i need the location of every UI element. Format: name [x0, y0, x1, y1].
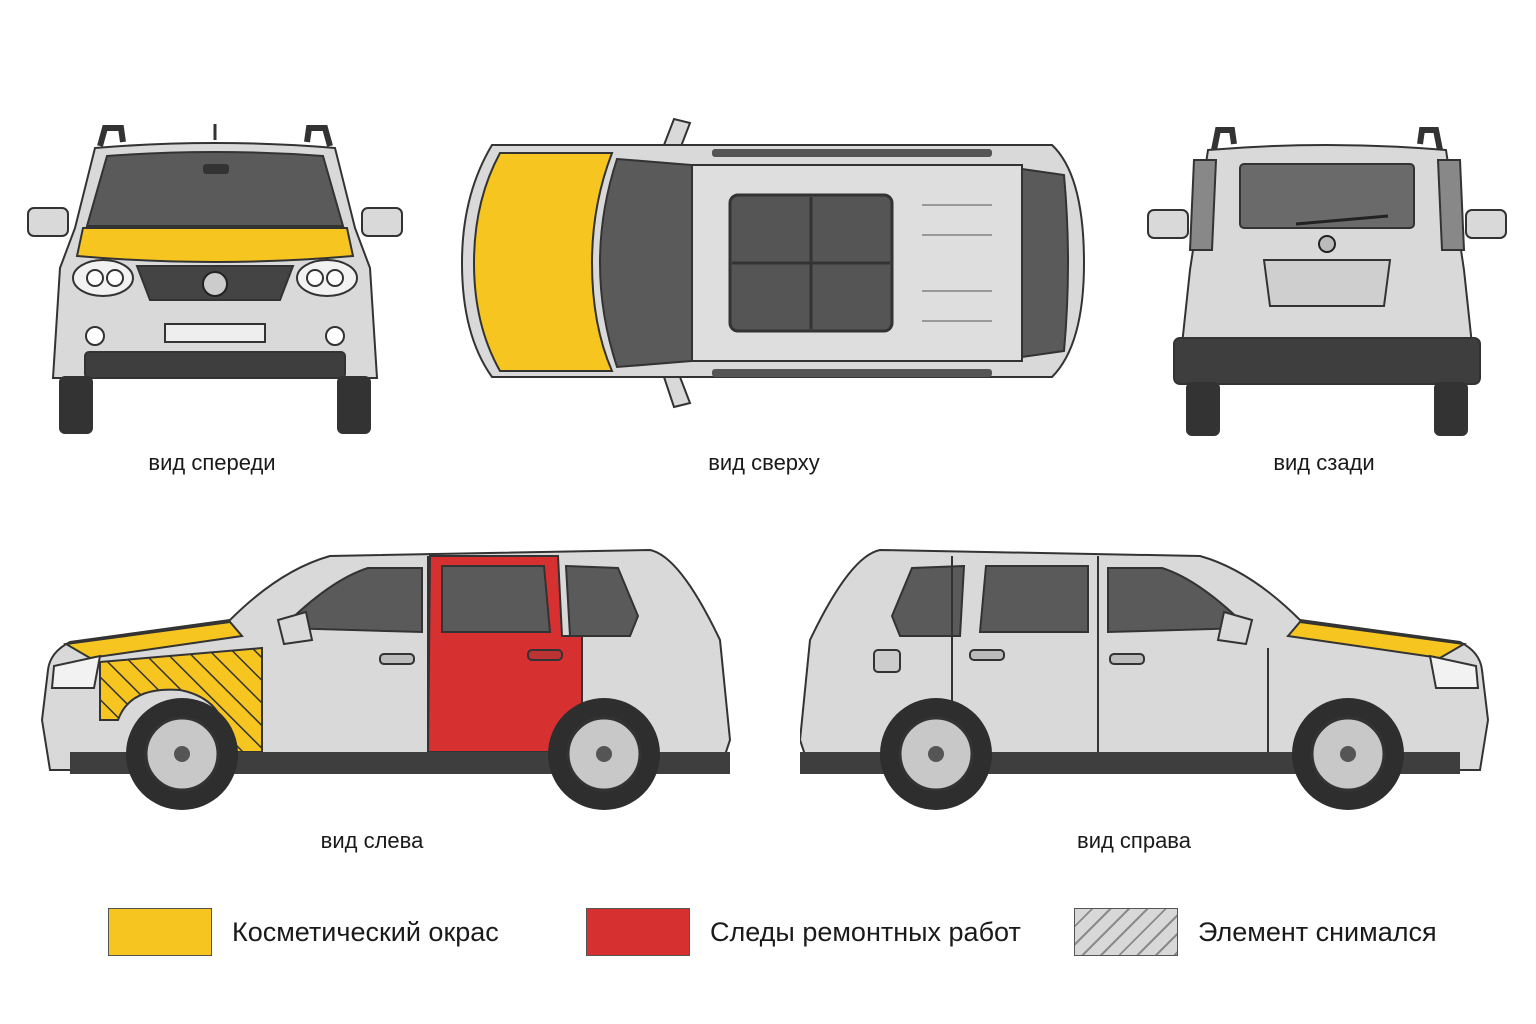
left-quarter-window: [564, 564, 640, 637]
legend-swatch-removed: [1074, 908, 1178, 956]
side-mirror-right: [361, 207, 403, 237]
legend-cosmetic-paint: Косметический окрас: [108, 908, 499, 956]
rear-window: [1239, 163, 1415, 229]
tail-light-left: [1188, 159, 1218, 251]
left-headlight: [50, 654, 102, 689]
rear-mirror-left: [1147, 209, 1189, 239]
roof-rail-right: [304, 125, 333, 147]
brand-emblem: [202, 271, 228, 297]
top-windshield: [598, 157, 693, 369]
top-roof-rail-lower: [712, 369, 992, 377]
side-mirror-left: [27, 207, 69, 237]
legend-label-repair: Следы ремонтных работ: [710, 916, 1021, 947]
rear-view-mirror: [203, 164, 229, 174]
legend-element-removed: Элемент снимался: [1074, 908, 1437, 956]
right-hood-cosmetic: [1286, 620, 1468, 660]
top-view: [452, 115, 1092, 415]
right-view: [800, 540, 1500, 820]
top-rear-glass: [1021, 167, 1069, 359]
rear-roof-rail-right: [1417, 127, 1443, 151]
rear-view: [1146, 120, 1508, 440]
left-view-caption: вид слева: [320, 828, 424, 853]
roof-rail-left: [97, 125, 126, 147]
tail-light-right: [1436, 159, 1466, 251]
license-plate: [164, 323, 266, 343]
hood-cosmetic-paint: [75, 227, 355, 263]
rear-wiper: [1295, 214, 1389, 226]
right-view-caption: вид справа: [1077, 828, 1191, 853]
rear-emblem: [1318, 235, 1336, 253]
legend-swatch-repair: [586, 908, 690, 956]
front-view-caption: вид спереди: [148, 450, 276, 475]
legend-repair-traces: Следы ремонтных работ: [586, 908, 1021, 956]
left-front-fender-removed: [100, 648, 262, 752]
right-headlight: [1428, 654, 1480, 689]
lower-bumper: [84, 351, 346, 379]
left-front-door-handle: [379, 653, 415, 665]
rear-view-caption: вид сзади: [1273, 450, 1375, 475]
top-hood-cosmetic-paint: [472, 152, 614, 372]
top-roof-rail-upper: [712, 149, 992, 157]
right-rear-window: [978, 565, 1089, 633]
legend-label-removed: Элемент снимался: [1198, 916, 1437, 947]
fog-light-right: [325, 326, 345, 346]
left-rear-door-handle: [527, 649, 563, 661]
front-wheel-left: [59, 376, 93, 434]
legend-label-cosmetic: Косметический окрас: [232, 916, 499, 947]
rear-wheel-right: [1434, 382, 1468, 436]
left-view: [30, 540, 740, 820]
top-mirror-right: [662, 376, 692, 409]
right-quarter-window: [890, 564, 966, 637]
left-hood-cosmetic: [62, 620, 244, 660]
right-fuel-cap: [873, 649, 901, 673]
legend-swatch-cosmetic: [108, 908, 212, 956]
front-view: [25, 118, 405, 440]
front-wheel-right: [337, 376, 371, 434]
right-rear-door-handle: [969, 649, 1005, 661]
right-front-door-handle: [1109, 653, 1145, 665]
windshield: [85, 151, 345, 227]
rear-bumper: [1173, 337, 1481, 385]
left-side-mirror: [276, 610, 314, 646]
rear-plate-recess: [1262, 259, 1392, 307]
right-side-mirror: [1216, 610, 1254, 646]
rear-roof-rail-left: [1211, 127, 1237, 151]
rear-wheel-left: [1186, 382, 1220, 436]
fog-light-left: [85, 326, 105, 346]
rear-mirror-right: [1465, 209, 1507, 239]
top-view-caption: вид сверху: [708, 450, 820, 475]
